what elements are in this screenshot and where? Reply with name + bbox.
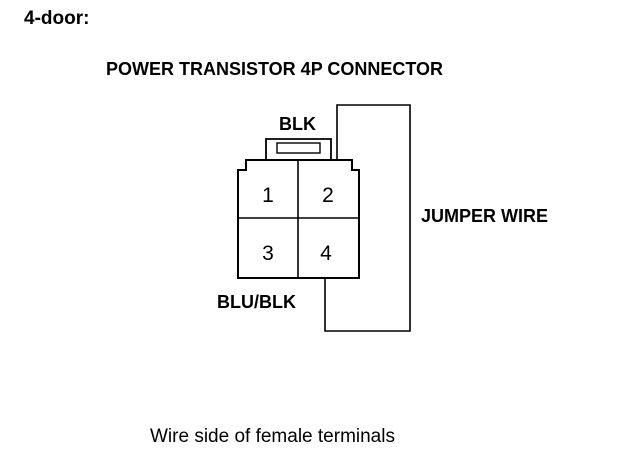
caption: Wire side of female terminals [150, 426, 395, 447]
jumper-wire-label: JUMPER WIRE [421, 206, 548, 226]
jumper-wire [324, 104, 411, 332]
wire-label-blk: BLK [279, 114, 316, 134]
terminal-4: 4 [320, 242, 332, 265]
terminal-1: 1 [262, 184, 274, 207]
variant-label: 4-door: [24, 8, 89, 29]
terminal-3: 3 [262, 242, 274, 265]
wire-label-blu-blk: BLU/BLK [217, 292, 296, 312]
connector-title: POWER TRANSISTOR 4P CONNECTOR [106, 59, 443, 79]
connector-body [237, 159, 360, 279]
lock-tab-inner [276, 142, 321, 154]
connector-lock-tab [265, 138, 332, 160]
terminal-2: 2 [322, 184, 334, 207]
